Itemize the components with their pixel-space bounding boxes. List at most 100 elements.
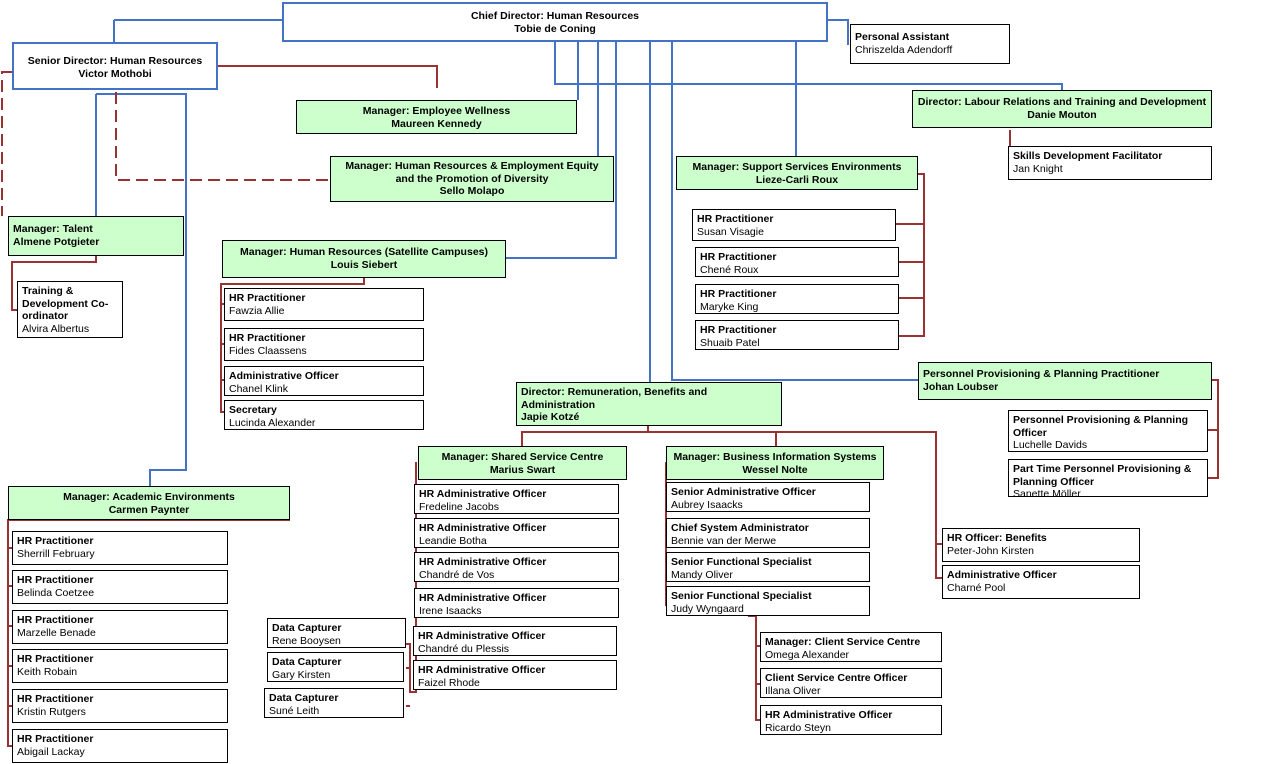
box-title: Manager: Talent — [13, 223, 93, 235]
box-person: Chené Roux — [700, 263, 759, 276]
box-person: Judy Wyngaard — [671, 602, 744, 615]
box-title: HR Practitioner — [17, 733, 94, 745]
box-title: HR Practitioner — [697, 213, 774, 225]
satellite-secretary: Secretary Lucinda Alexander — [224, 400, 424, 430]
box-title: Secretary — [229, 404, 277, 416]
box-person: Omega Alexander — [765, 648, 850, 661]
box-title: Senior Functional Specialist — [671, 556, 812, 568]
box-person: Sanette Möller — [1013, 488, 1081, 500]
academic-hr-practitioner-3: HR Practitioner Marzelle Benade — [12, 610, 228, 644]
line-support-team — [896, 173, 925, 337]
line-senior-academic — [96, 93, 187, 486]
box-title: Personnel Provisioning & Planning Practi… — [923, 368, 1160, 380]
client-service-centre-officer: Client Service Centre Officer Illana Oli… — [760, 668, 942, 698]
hr-officer-benefits-box: HR Officer: Benefits Peter-John Kirsten — [942, 528, 1140, 562]
manager-employee-wellness-box: Manager: Employee Wellness Maureen Kenne… — [296, 100, 577, 134]
box-person: Almene Potgieter — [13, 235, 100, 248]
box-title: Skills Development Facilitator — [1013, 150, 1163, 162]
academic-hr-practitioner-1: HR Practitioner Sherrill February — [12, 531, 228, 565]
box-person: Chriszelda Adendorff — [855, 43, 953, 56]
box-person: Wessel Nolte — [742, 463, 808, 476]
box-title: Director: Labour Relations and Training … — [917, 96, 1207, 108]
support-hr-practitioner-1: HR Practitioner Susan Visagie — [692, 209, 896, 241]
line-academic-team — [7, 519, 290, 747]
bis-senior-functional-specialist-2: Senior Functional Specialist Judy Wyngaa… — [666, 586, 870, 616]
box-person: Chandré de Vos — [419, 568, 495, 581]
line-satellite-team — [220, 278, 365, 413]
box-person: Marzelle Benade — [17, 626, 96, 639]
box-title: HR Practitioner — [229, 332, 306, 344]
box-person: Luchelle Davids — [1013, 439, 1088, 451]
ssc-hr-admin-officer-3: HR Administrative Officer Chandré de Vos — [414, 552, 619, 582]
ssc-hr-admin-officer-5: HR Administrative Officer Chandré du Ple… — [413, 626, 617, 656]
satellite-hr-practitioner-1: HR Practitioner Fawzia Allie — [224, 288, 424, 321]
box-person: Chandré du Plessis — [418, 642, 510, 655]
academic-hr-practitioner-5: HR Practitioner Kristin Rutgers — [12, 689, 228, 723]
box-person: Fides Claassens — [229, 344, 307, 357]
box-title: HR Practitioner — [17, 693, 94, 705]
academic-hr-practitioner-6: HR Practitioner Abigail Lackay — [12, 729, 228, 763]
ssc-hr-admin-officer-6: HR Administrative Officer Faizel Rhode — [413, 660, 617, 690]
box-person: Carmen Paynter — [108, 503, 190, 516]
senior-director-box: Senior Director: Human Resources Victor … — [12, 42, 218, 90]
box-person: Sello Molapo — [439, 185, 505, 197]
box-person: Johan Loubser — [923, 380, 999, 393]
box-person: Peter-John Kirsten — [947, 544, 1034, 557]
box-title: HR Administrative Officer — [419, 556, 547, 568]
line-chief-pa — [828, 19, 849, 45]
box-title: HR Practitioner — [17, 614, 94, 626]
box-person: Illana Oliver — [765, 684, 821, 697]
line-chief-labour — [554, 42, 1063, 92]
box-title: HR Practitioner — [17, 574, 94, 586]
support-hr-practitioner-4: HR Practitioner Shuaib Patel — [695, 320, 899, 350]
manager-employment-equity-box: Manager: Human Resources & Employment Eq… — [330, 156, 614, 202]
chief-director-box: Chief Director: Human Resources Tobie de… — [282, 2, 828, 42]
box-person: Lucinda Alexander — [229, 416, 316, 429]
line-bis-csc — [748, 615, 760, 721]
satellite-hr-practitioner-2: HR Practitioner Fides Claassens — [224, 328, 424, 361]
box-person: Louis Siebert — [330, 258, 398, 271]
box-person: Sherrill February — [17, 547, 95, 560]
box-title: Data Capturer — [269, 692, 339, 704]
csc-hr-admin-officer: HR Administrative Officer Ricardo Steyn — [760, 705, 942, 735]
box-person: Faizel Rhode — [418, 676, 480, 689]
box-title: Manager: Human Resources (Satellite Camp… — [240, 246, 488, 258]
box-title: Manager: Employee Wellness — [362, 105, 511, 117]
box-title: HR Practitioner — [700, 251, 777, 263]
manager-talent-box: Manager: Talent Almene Potgieter — [8, 216, 184, 256]
box-title: HR Administrative Officer — [418, 630, 546, 642]
box-person: Marius Swart — [489, 463, 556, 476]
ssc-hr-admin-officer-1: HR Administrative Officer Fredeline Jaco… — [414, 484, 619, 514]
box-title: HR Administrative Officer — [419, 522, 547, 534]
box-title: Manager: Shared Service Centre — [441, 451, 604, 463]
box-title: Chief Director: Human Resources — [470, 10, 640, 22]
box-person: Shuaib Patel — [700, 336, 760, 349]
box-person: Suné Leith — [269, 704, 320, 717]
box-person: Maureen Kennedy — [391, 117, 482, 130]
box-title: Manager: Academic Environments — [63, 491, 235, 503]
box-person: Abigail Lackay — [17, 745, 85, 758]
manager-business-information-systems-box: Manager: Business Information Systems We… — [666, 446, 884, 480]
box-title: HR Administrative Officer — [418, 664, 546, 676]
manager-academic-environments-box: Manager: Academic Environments Carmen Pa… — [8, 486, 290, 520]
bis-senior-admin-officer: Senior Administrative Officer Aubrey Isa… — [666, 482, 870, 512]
box-person: Danie Mouton — [1027, 108, 1097, 121]
box-title: HR Practitioner — [700, 324, 777, 336]
data-capturer-2: Data Capturer Gary Kirsten — [267, 652, 404, 682]
box-title: Personal Assistant — [855, 31, 950, 43]
box-title: Client Service Centre Officer — [765, 672, 908, 684]
box-person: Gary Kirsten — [272, 668, 331, 681]
manager-support-services-box: Manager: Support Services Environments L… — [676, 156, 918, 190]
line-senior-wellness — [216, 65, 438, 88]
provisioning-officer-box: Personnel Provisioning & Planning Office… — [1008, 410, 1208, 452]
box-title: Manager: Support Services Environments — [692, 161, 902, 173]
box-person: Fawzia Allie — [229, 304, 285, 317]
box-person: Victor Mothobi — [78, 67, 152, 80]
box-title: Data Capturer — [272, 622, 342, 634]
box-person: Mandy Oliver — [671, 568, 733, 581]
box-title: Administrative Officer — [947, 569, 1057, 581]
box-title: HR Practitioner — [229, 292, 306, 304]
line-chief-satellite — [506, 42, 617, 259]
box-title: HR Administrative Officer — [419, 592, 547, 604]
